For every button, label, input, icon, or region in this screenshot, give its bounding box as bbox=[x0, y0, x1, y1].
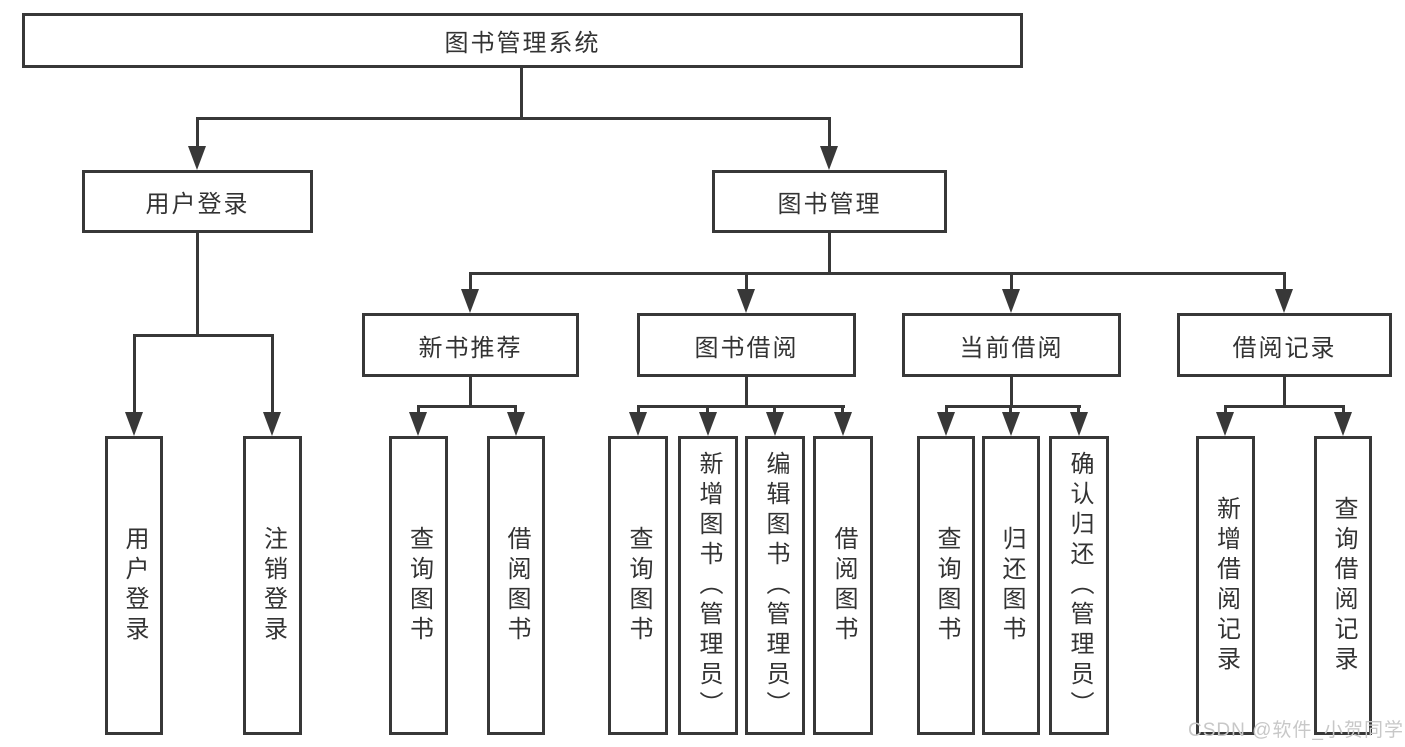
connector-line bbox=[1010, 377, 1013, 407]
connector-line bbox=[520, 68, 523, 117]
leaf-add-borrow-record: 新增借阅记录 bbox=[1196, 436, 1255, 735]
arrowhead-down bbox=[507, 412, 525, 436]
node-book-borrow: 图书借阅 bbox=[637, 313, 856, 377]
connector-line bbox=[1077, 405, 1080, 415]
connector-line bbox=[133, 334, 136, 416]
leaf-label: 查询图书 bbox=[933, 525, 960, 646]
leaf-user-login: 用户登录 bbox=[105, 436, 163, 735]
node-current-borrow: 当前借阅 bbox=[902, 313, 1121, 377]
arrowhead-down bbox=[834, 412, 852, 436]
arrowhead-down bbox=[1334, 412, 1352, 436]
arrowhead-down bbox=[409, 412, 427, 436]
arrowhead-down bbox=[1275, 289, 1293, 313]
connector-line bbox=[514, 405, 517, 415]
connector-line bbox=[469, 272, 472, 292]
node-root: 图书管理系统 bbox=[22, 13, 1023, 68]
node-new-book-recommend: 新书推荐 bbox=[362, 313, 579, 377]
connector-line bbox=[196, 117, 199, 150]
arrowhead-down bbox=[937, 412, 955, 436]
connector-line bbox=[1283, 377, 1286, 407]
arrowhead-down bbox=[461, 289, 479, 313]
arrowhead-down bbox=[1070, 412, 1088, 436]
connector-line bbox=[1342, 405, 1345, 415]
leaf-query-book-recommend: 查询图书 bbox=[389, 436, 448, 735]
arrowhead-down bbox=[629, 412, 647, 436]
node-borrow-records: 借阅记录 bbox=[1177, 313, 1392, 377]
leaf-label: 确认归还（管理员） bbox=[1066, 450, 1093, 721]
node-user-login: 用户登录 bbox=[82, 170, 313, 233]
leaf-query-book: 查询图书 bbox=[608, 436, 668, 735]
connector-line bbox=[773, 405, 776, 415]
connector-line bbox=[1224, 405, 1345, 408]
leaf-label: 归还图书 bbox=[998, 525, 1025, 646]
leaf-label: 借阅图书 bbox=[830, 525, 857, 646]
connector-line bbox=[133, 334, 274, 337]
leaf-label: 查询借阅记录 bbox=[1330, 495, 1357, 676]
leaf-label: 借阅图书 bbox=[503, 525, 530, 646]
arrowhead-down bbox=[1216, 412, 1234, 436]
connector-line bbox=[469, 272, 1286, 275]
arrowhead-down bbox=[820, 146, 838, 170]
connector-line bbox=[271, 334, 274, 416]
node-book-management: 图书管理 bbox=[712, 170, 947, 233]
connector-line bbox=[1283, 272, 1286, 292]
connector-line bbox=[945, 405, 948, 415]
connector-line bbox=[637, 405, 640, 415]
leaf-label: 编辑图书（管理员） bbox=[762, 450, 789, 721]
leaf-edit-book-admin: 编辑图书（管理员） bbox=[745, 436, 805, 735]
connector-line bbox=[637, 405, 845, 408]
arrowhead-down bbox=[188, 146, 206, 170]
leaf-query-borrow-record: 查询借阅记录 bbox=[1314, 436, 1372, 735]
connector-line bbox=[828, 233, 831, 274]
leaf-add-book-admin: 新增图书（管理员） bbox=[678, 436, 738, 735]
connector-line bbox=[745, 272, 748, 292]
leaf-label: 新增借阅记录 bbox=[1212, 495, 1240, 676]
arrowhead-down bbox=[1002, 412, 1020, 436]
connector-line bbox=[196, 117, 831, 120]
leaf-label: 查询图书 bbox=[625, 525, 652, 646]
leaf-confirm-return-admin: 确认归还（管理员） bbox=[1049, 436, 1109, 735]
connector-line bbox=[1009, 405, 1012, 415]
connector-line bbox=[828, 117, 831, 150]
connector-line bbox=[469, 377, 472, 407]
arrowhead-down bbox=[1002, 289, 1020, 313]
connector-line bbox=[1010, 272, 1013, 292]
leaf-label: 新增图书（管理员） bbox=[695, 450, 722, 721]
arrowhead-down bbox=[737, 289, 755, 313]
connector-line bbox=[945, 405, 1081, 408]
leaf-return-book: 归还图书 bbox=[982, 436, 1040, 735]
watermark: CSDN @软件_小贺同学 bbox=[1188, 720, 1404, 741]
leaf-label: 用户登录 bbox=[121, 525, 148, 646]
leaf-query-book-current: 查询图书 bbox=[917, 436, 975, 735]
leaf-logout: 注销登录 bbox=[243, 436, 302, 735]
connector-line bbox=[745, 377, 748, 407]
leaf-borrow-book: 借阅图书 bbox=[813, 436, 873, 735]
arrowhead-down bbox=[699, 412, 717, 436]
arrowhead-down bbox=[263, 412, 281, 436]
leaf-label: 注销登录 bbox=[259, 525, 287, 646]
connector-line bbox=[1224, 405, 1227, 415]
arrowhead-down bbox=[766, 412, 784, 436]
leaf-label: 查询图书 bbox=[405, 525, 433, 646]
connector-line bbox=[196, 233, 199, 336]
connector-line bbox=[417, 405, 517, 408]
arrowhead-down bbox=[125, 412, 143, 436]
connector-line bbox=[706, 405, 709, 415]
connector-line bbox=[841, 405, 844, 415]
connector-line bbox=[417, 405, 420, 415]
leaf-borrow-book-recommend: 借阅图书 bbox=[487, 436, 545, 735]
